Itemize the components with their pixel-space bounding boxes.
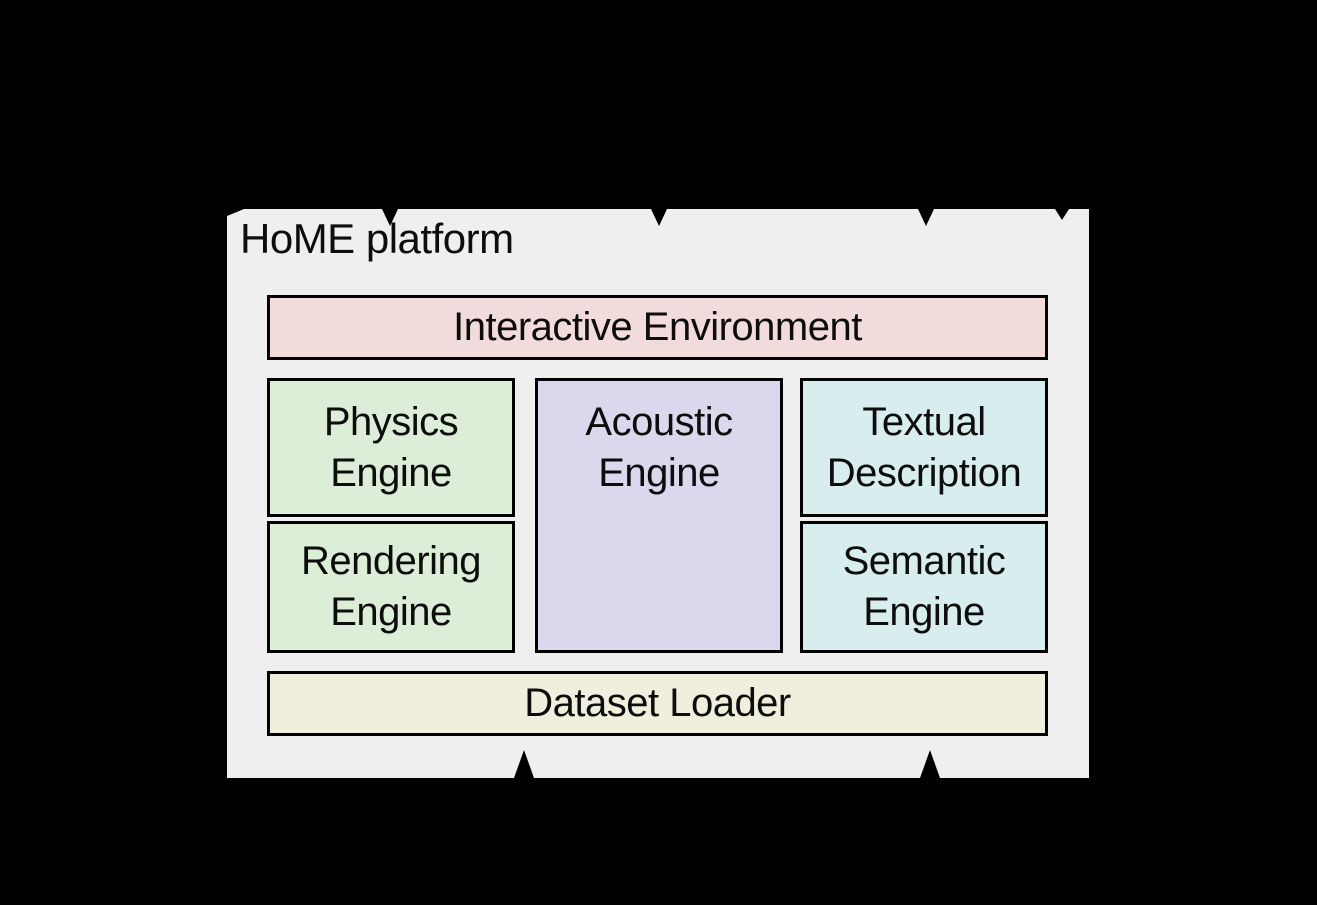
platform-title: HoME platform	[240, 215, 514, 262]
dataset-loader-label: Dataset Loader	[524, 681, 791, 725]
physics-engine-box: Physics Engine	[267, 378, 515, 517]
arrow-fragment-icon	[227, 209, 244, 216]
acoustic-engine-box: Acoustic Engine	[535, 378, 783, 653]
arrow-up-icon	[920, 750, 940, 778]
interactive-environment-box: Interactive Environment	[267, 295, 1048, 360]
physics-engine-label: Physics Engine	[323, 399, 459, 495]
rendering-engine-box: Rendering Engine	[267, 521, 515, 653]
arrow-down-icon	[382, 209, 398, 226]
semantic-engine-label: Semantic Engine	[842, 539, 1006, 634]
arrow-down-icon	[918, 209, 934, 226]
interactive-environment-label: Interactive Environment	[453, 305, 862, 349]
semantic-engine-box: Semantic Engine	[800, 521, 1048, 653]
home-platform-panel: HoME platform Interactive Environment Ph…	[227, 209, 1089, 778]
acoustic-engine-label: Acoustic Engine	[585, 400, 733, 495]
rendering-engine-label: Rendering Engine	[300, 539, 482, 634]
arrow-down-icon	[1055, 209, 1069, 220]
dataset-loader-box: Dataset Loader	[267, 671, 1048, 736]
arrow-down-icon	[651, 209, 667, 226]
textual-description-box: Textual Description	[800, 378, 1048, 517]
textual-description-label: Textual Description	[826, 399, 1022, 495]
arrow-up-icon	[514, 750, 534, 778]
